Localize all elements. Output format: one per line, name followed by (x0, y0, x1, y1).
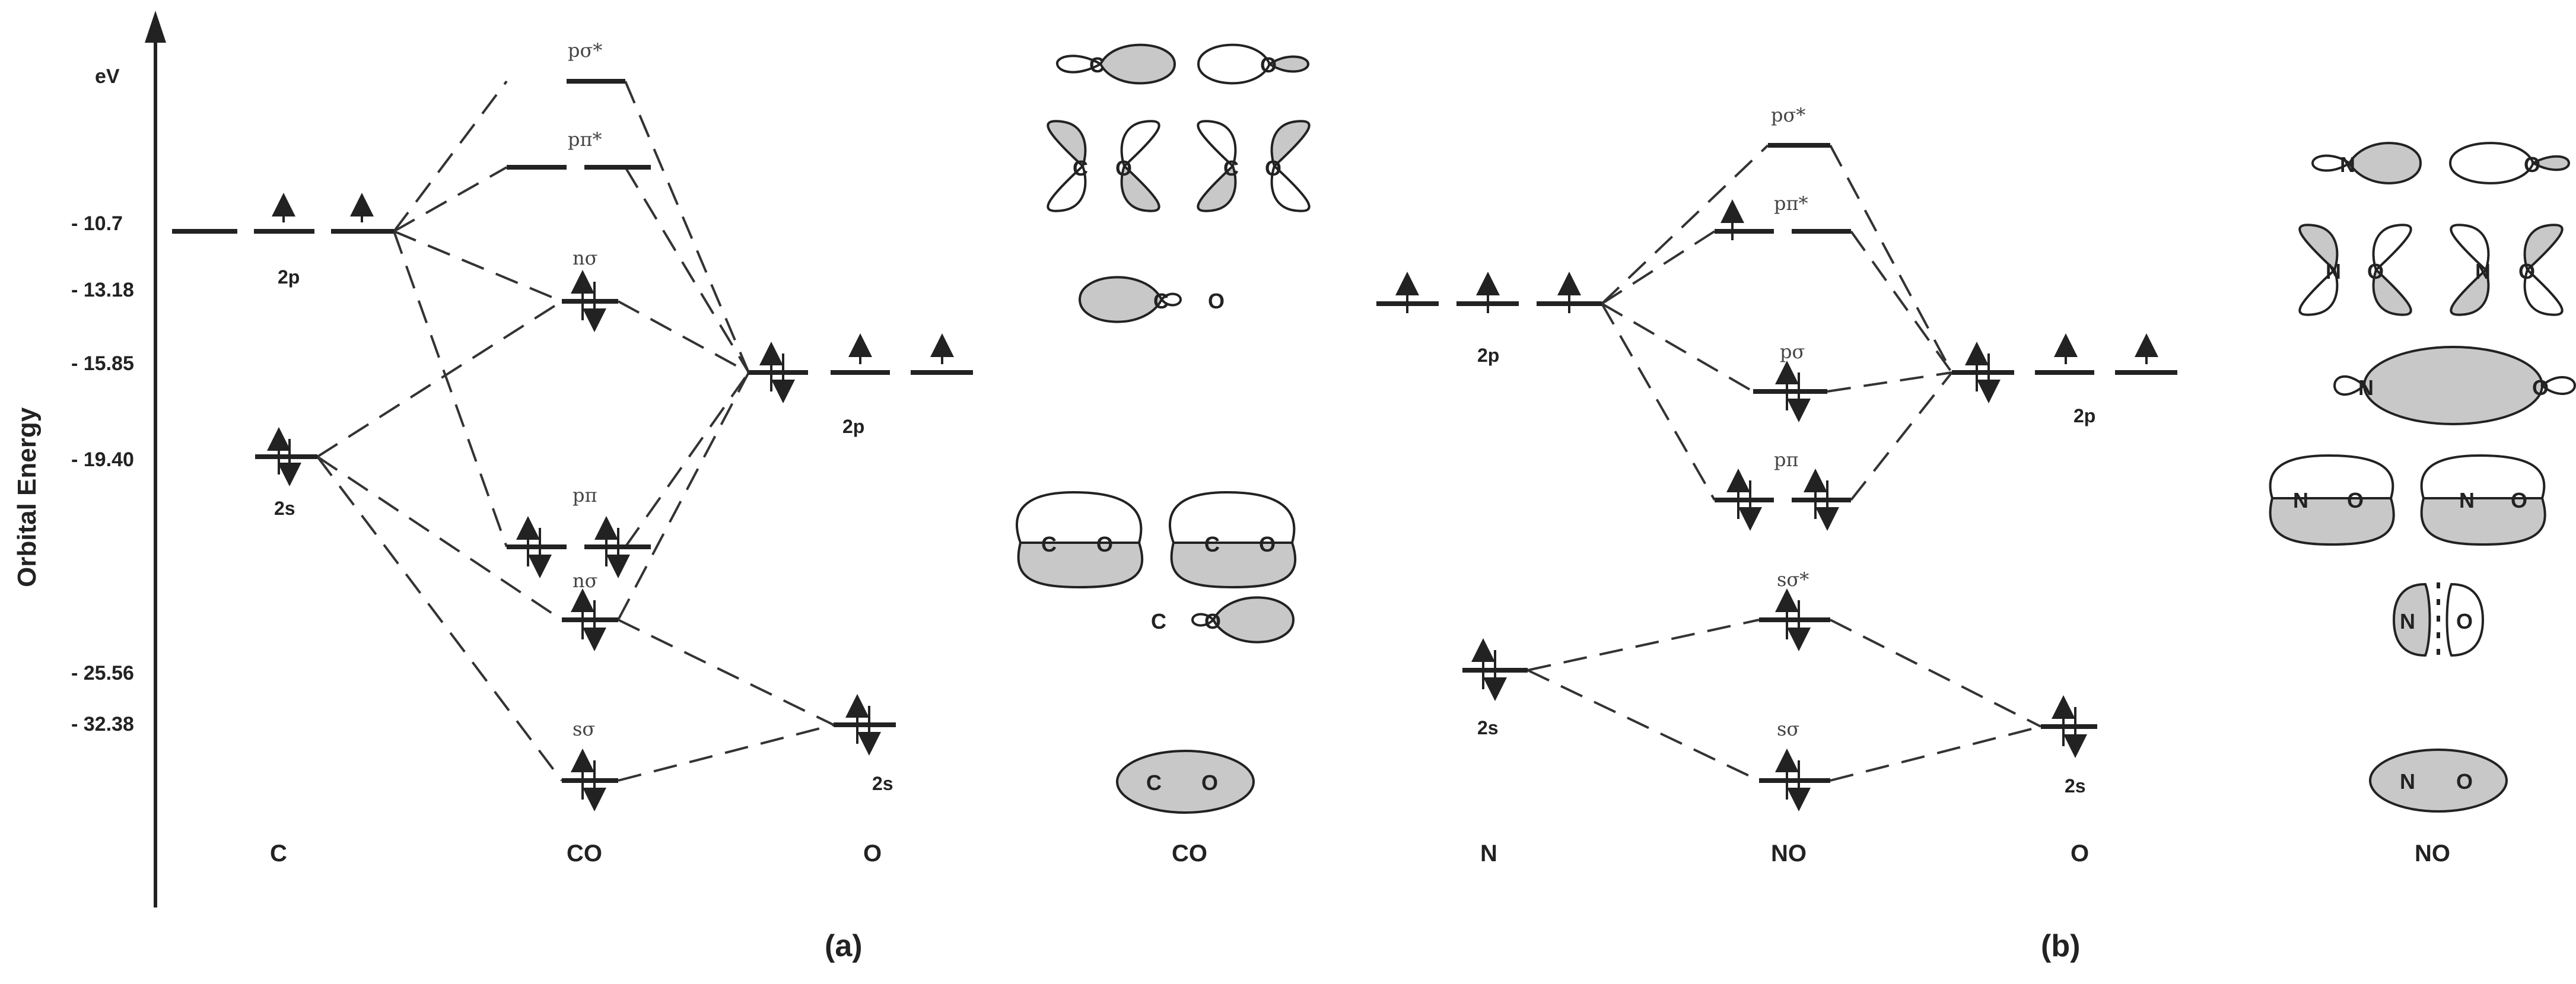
mo-label: pπ (1774, 448, 1799, 471)
shape-atom-label: O (1265, 156, 1281, 180)
shape-atom-label: O (2456, 769, 2473, 794)
orbital-shape-ppi-b: N O N O (2269, 454, 2546, 546)
orbital-shape-ppi-star: C O C O (1047, 120, 1311, 212)
shape-atom-label: C (1073, 156, 1088, 180)
level-label-o-2s: 2s (872, 773, 893, 794)
mo-label: nσ (573, 569, 597, 592)
co-orbital-shapes: C O C O C O C O C (1016, 43, 1311, 814)
mo-label: pσ (1780, 340, 1805, 363)
shape-atom-label: O (1208, 289, 1225, 313)
panel-label-b: (b) (2041, 929, 2080, 963)
column-label-co: CO (567, 840, 602, 867)
shape-atom-label: N (2475, 259, 2491, 284)
shape-atom-label: N (2293, 488, 2308, 512)
mo-label: sσ* (1777, 568, 1809, 591)
column-label-no-orbitals: NO (2415, 840, 2450, 867)
column-label-co-orbitals: CO (1172, 840, 1207, 867)
mo-label: pσ* (568, 39, 602, 62)
mo-label: pπ (573, 484, 597, 507)
column-label-no: NO (1771, 840, 1807, 867)
orbital-shape-nsigma: C O (1078, 276, 1225, 323)
shape-atom-label: C (1151, 609, 1166, 633)
shape-atom-label: O (2347, 488, 2364, 512)
level-label-n-2s: 2s (1477, 717, 1499, 738)
shape-atom-label: O (1259, 532, 1276, 556)
energy-axis: eV Orbital Energy - 10.7 - 13.18 - 15.85… (12, 11, 166, 907)
shape-atom-label: C (1089, 53, 1105, 77)
column-label-n: N (1480, 840, 1497, 867)
mo-label: pπ* (568, 128, 602, 151)
level-label-n-2p: 2p (1477, 345, 1499, 366)
shape-atom-label: N (2340, 152, 2355, 177)
tick-label: - 10.7 (71, 212, 123, 235)
orbital-shape-ppi: C O C O (1016, 491, 1297, 589)
mo-label: nσ (573, 247, 597, 269)
orbital-shape-ssigma-star-b: N O (2392, 582, 2485, 657)
shape-atom-label: O (2456, 609, 2473, 633)
mo-label: sσ (573, 718, 595, 740)
no-molecular-orbitals: pσ* pπ* pσ pπ sσ* sσ (1715, 104, 1851, 811)
shape-atom-label: O (1096, 532, 1113, 556)
shape-atom-label: O (2532, 375, 2549, 400)
shape-atom-label: C (1041, 532, 1057, 556)
level-label-o-2p: 2p (842, 416, 864, 437)
column-label-c: C (270, 840, 287, 867)
level-label-o-2p-b: 2p (2073, 405, 2095, 426)
shape-atom-label: O (2511, 488, 2527, 512)
correlation-lines (316, 80, 834, 782)
orbital-shape-psigma-b: N O (2333, 346, 2576, 425)
level-label-c-2p: 2p (278, 266, 300, 288)
column-label-o-b: O (2071, 840, 2089, 867)
shape-atom-label: N (2400, 769, 2415, 794)
shape-atom-label: C (1153, 289, 1169, 313)
orbital-shape-ssigma-b: N O (2369, 749, 2508, 813)
tick-label: - 15.85 (71, 352, 134, 375)
shape-atom-label: N (2326, 259, 2341, 284)
shape-atom-label: N (2358, 375, 2374, 400)
shape-atom-label: O (1115, 156, 1132, 180)
tick-label: - 19.40 (71, 448, 134, 471)
shape-atom-label: C (1223, 156, 1239, 180)
shape-atom-label: O (1201, 770, 1218, 795)
orbital-shape-ssigma: C O (1116, 750, 1255, 814)
mo-label: pπ* (1774, 192, 1808, 215)
shape-atom-label: N (2400, 609, 2415, 633)
shape-atom-label: C (1146, 770, 1162, 795)
atom-n-levels: 2p 2s (1376, 272, 1602, 738)
atom-c-levels: 2p 2s (172, 193, 394, 519)
shape-atom-label: O (2367, 259, 2384, 284)
co-molecular-orbitals: pσ* pπ* nσ pπ nσ sσ (507, 39, 651, 811)
mo-label: sσ (1777, 718, 1799, 740)
column-label-o: O (863, 840, 882, 867)
tick-label: - 13.18 (71, 279, 134, 301)
orbital-shape-nsigma-lower: C O (1151, 596, 1295, 644)
axis-ylabel: Orbital Energy (12, 407, 42, 587)
no-orbital-shapes: N O N O N O N O N O (2269, 142, 2576, 813)
axis-unit: eV (95, 65, 120, 88)
correlation-lines-b (1527, 144, 2041, 782)
tick-label: - 25.56 (71, 662, 134, 684)
level-label-o-2s-b: 2s (2065, 775, 2086, 797)
orbital-shape-psigma-star-b: N O (2311, 142, 2571, 184)
atom-o-levels-a: 2p 2s (749, 333, 973, 794)
orbital-shape-ppi-star-b: N O N O (2298, 224, 2564, 316)
shape-atom-label: O (2518, 259, 2535, 284)
tick-label: - 32.38 (71, 713, 134, 735)
shape-atom-label: C (1204, 532, 1220, 556)
panel-b: 2p 2s pσ* pπ* pσ pπ (1376, 104, 2450, 963)
shape-atom-label: O (2524, 152, 2540, 177)
shape-atom-label: O (1260, 53, 1277, 77)
panel-label-a: (a) (825, 929, 863, 963)
shape-atom-label: O (1204, 609, 1221, 633)
mo-label: pσ* (1771, 104, 1805, 126)
atom-o-levels-b: 2p 2s (1952, 333, 2177, 797)
level-label-c-2s: 2s (274, 498, 295, 519)
orbital-shape-psigma-star: C O (1056, 43, 1310, 85)
shape-atom-label: N (2459, 488, 2475, 512)
panel-a: 2p 2s pσ* pπ* nσ pπ (172, 39, 1207, 963)
